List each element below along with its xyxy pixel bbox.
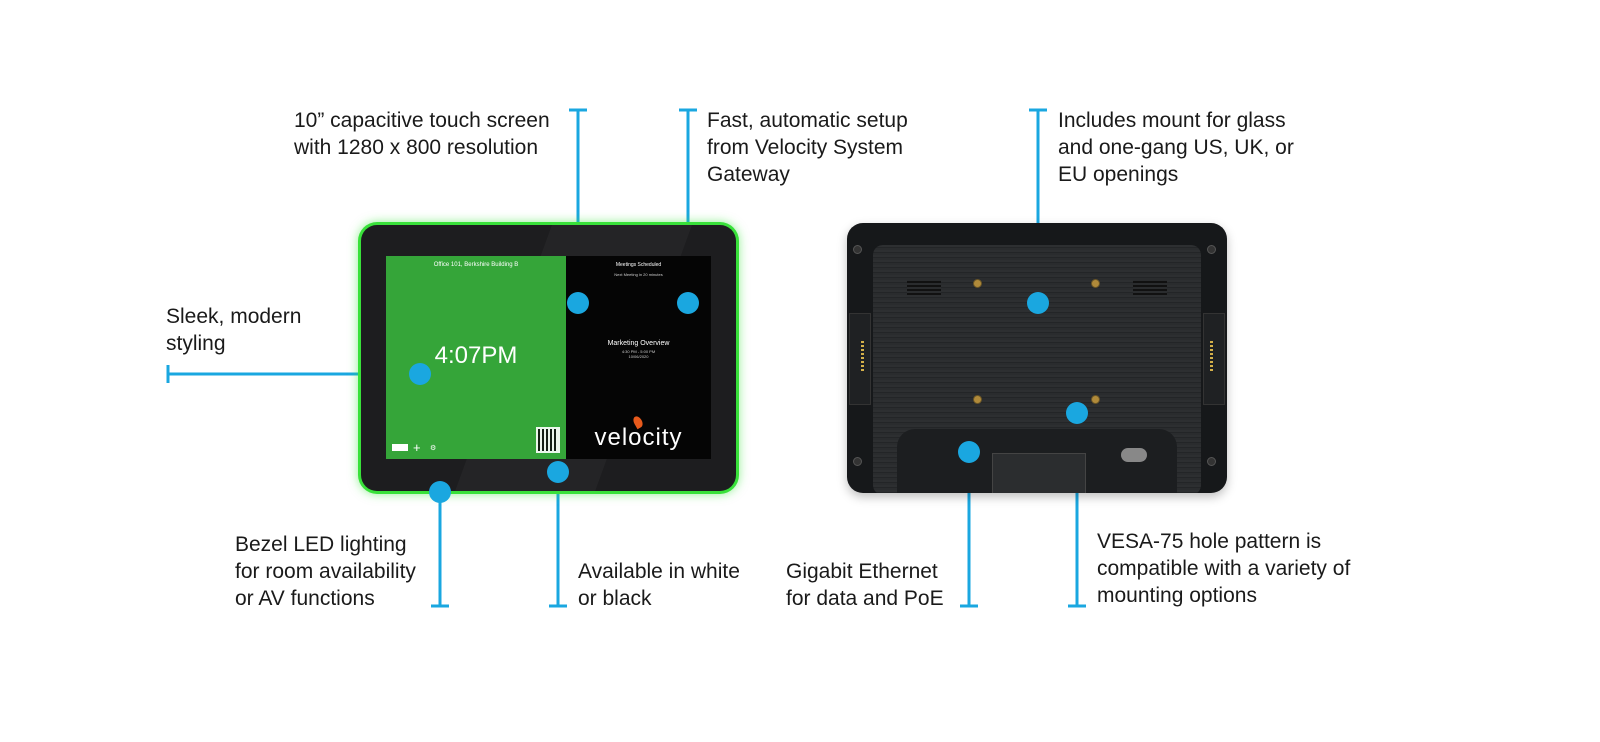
- label-line: styling: [166, 332, 226, 355]
- screw-icon: [853, 245, 862, 254]
- velocity-logo: velocity: [594, 424, 683, 451]
- label-line: or black: [578, 587, 652, 610]
- label-touch-screen: 10” capacitive touch screen with 1280 x …: [294, 107, 550, 161]
- label-line: from Velocity System: [707, 136, 904, 159]
- callout-dot-styling: [409, 363, 431, 385]
- meetings-title: Meetings Scheduled: [615, 262, 662, 268]
- label-colors: Available in white or black: [578, 558, 740, 612]
- event-date: 10/06/2020: [628, 354, 649, 359]
- label-line: Bezel LED lighting: [235, 533, 407, 556]
- label-line: compatible with a variety of: [1097, 557, 1351, 580]
- callout-dot-setup: [677, 292, 699, 314]
- screw-icon: [1207, 457, 1216, 466]
- label-line: Includes mount for glass: [1058, 109, 1286, 132]
- connector-pins: [1210, 341, 1213, 371]
- device-screen: Office 101, Berkshire Building B 4:07PM …: [386, 256, 711, 459]
- label-line: VESA-75 hole pattern is: [1097, 530, 1322, 553]
- callout-dot-colors: [547, 461, 569, 483]
- event-time: 4:30 PM - 5:00 PM: [621, 349, 656, 354]
- front-device: Office 101, Berkshire Building B 4:07PM …: [361, 225, 736, 491]
- label-line: for room availability: [235, 560, 416, 583]
- schedule-panel: Meetings Scheduled Next Meeting in 20 mi…: [566, 256, 711, 459]
- room-status-panel: Office 101, Berkshire Building B 4:07PM …: [386, 256, 566, 459]
- label-line: for data and PoE: [786, 587, 944, 610]
- book-button[interactable]: [392, 444, 408, 451]
- label-line: Sleek, modern: [166, 305, 302, 328]
- label-line: and one-gang US, UK, or: [1058, 136, 1294, 159]
- event-title: Marketing Overview: [607, 340, 670, 347]
- connector-pins: [861, 341, 864, 371]
- vesa-hole: [973, 395, 982, 404]
- screw-icon: [853, 457, 862, 466]
- label-setup: Fast, automatic setup from Velocity Syst…: [707, 107, 908, 188]
- qr-code-icon: [536, 427, 560, 453]
- label-line: Available in white: [578, 560, 740, 583]
- callout-dot-vesa: [1066, 402, 1088, 424]
- callout-dot-led: [429, 481, 451, 503]
- room-name: Office 101, Berkshire Building B: [433, 262, 519, 268]
- vesa-hole: [1091, 395, 1100, 404]
- label-line: Gigabit Ethernet: [786, 560, 938, 583]
- back-device: [847, 223, 1227, 493]
- label-line: mounting options: [1097, 584, 1257, 607]
- callout-dot-touch: [567, 292, 589, 314]
- side-tab: [1203, 313, 1225, 405]
- latch: [1121, 448, 1147, 462]
- label-styling: Sleek, modern styling: [166, 303, 301, 357]
- label-line: EU openings: [1058, 163, 1179, 186]
- label-line: or AV functions: [235, 587, 375, 610]
- label-vesa: VESA-75 hole pattern is compatible with …: [1097, 528, 1350, 609]
- clock: 4:07PM: [434, 342, 518, 369]
- screw-icon: [1207, 245, 1216, 254]
- next-meeting: Next Meeting in 20 minutes: [614, 272, 663, 277]
- side-tab: [849, 313, 871, 405]
- label-line: Gateway: [707, 163, 790, 186]
- callout-dot-ethernet: [958, 441, 980, 463]
- label-led: Bezel LED lighting for room availability…: [235, 531, 416, 612]
- ethernet-port: [992, 453, 1086, 493]
- settings-icon[interactable]: ⚙: [430, 445, 437, 452]
- label-line: with 1280 x 800 resolution: [294, 136, 538, 159]
- plus-icon[interactable]: +: [413, 440, 421, 455]
- label-mount: Includes mount for glass and one-gang US…: [1058, 107, 1294, 188]
- label-line: 10” capacitive touch screen: [294, 109, 550, 132]
- vesa-hole: [973, 279, 982, 288]
- vesa-hole: [1091, 279, 1100, 288]
- label-ethernet: Gigabit Ethernet for data and PoE: [786, 558, 944, 612]
- label-line: Fast, automatic setup: [707, 109, 908, 132]
- vent: [1133, 279, 1167, 295]
- callout-dot-mount: [1027, 292, 1049, 314]
- vent: [907, 279, 941, 295]
